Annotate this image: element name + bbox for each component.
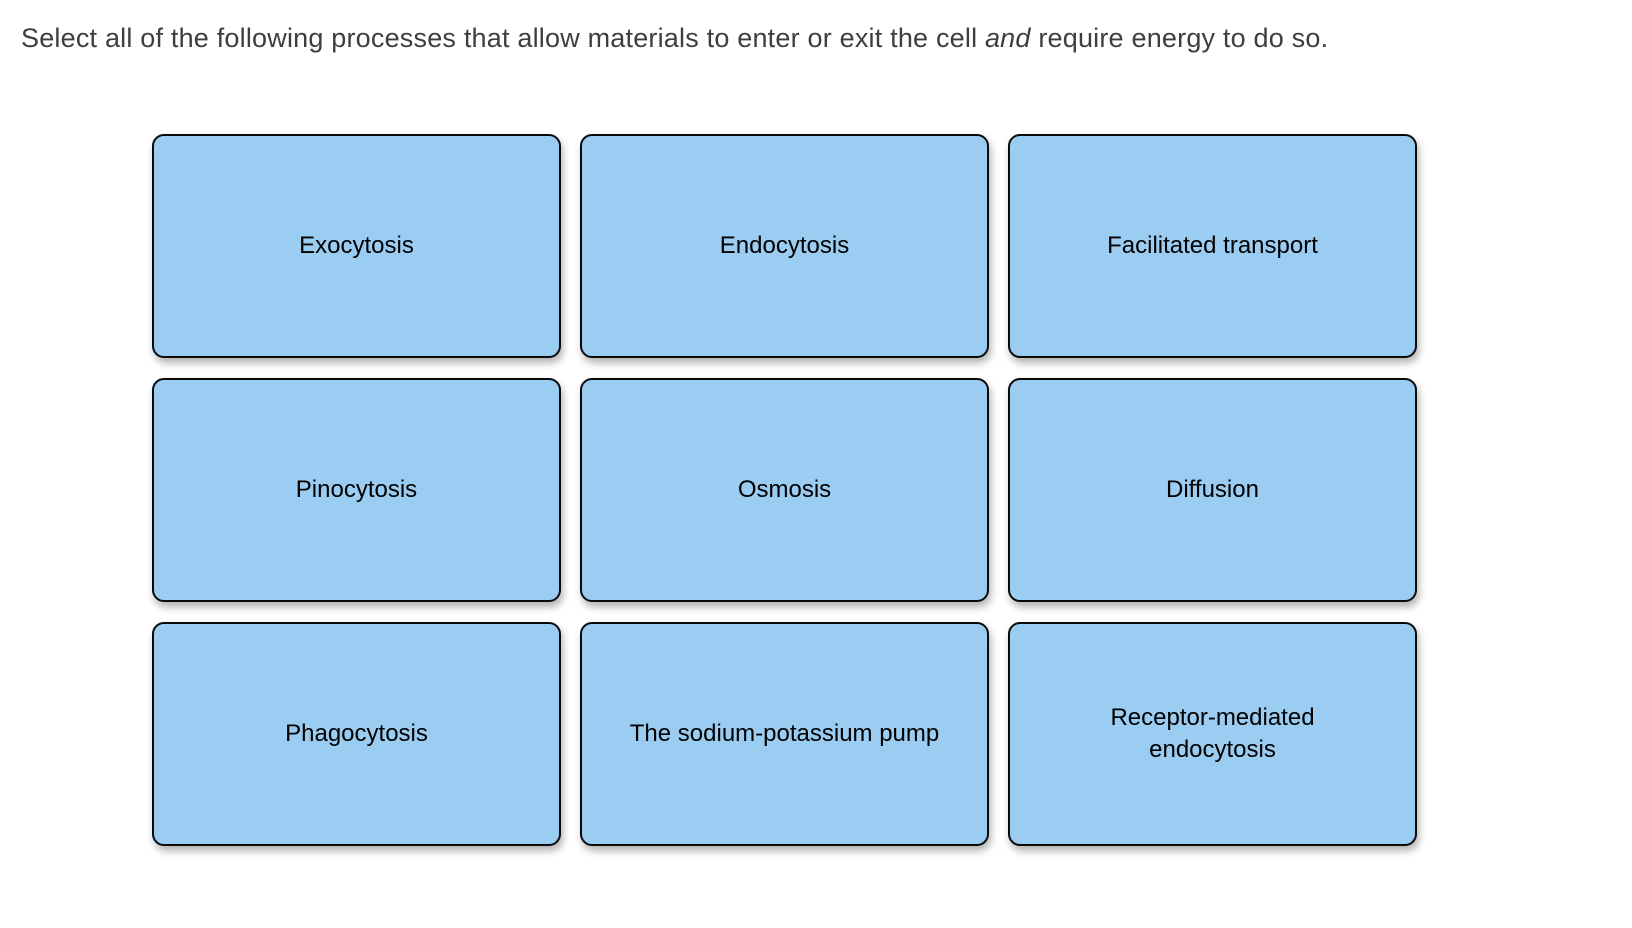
option-label: Osmosis	[737, 476, 832, 504]
option-tile-pinocytosis[interactable]: Pinocytosis	[152, 378, 561, 602]
option-label: Receptor-mediated endocytosis	[1110, 704, 1315, 763]
option-label: Diffusion	[1166, 476, 1259, 504]
option-tile-facilitated-transport[interactable]: Facilitated transport	[1008, 134, 1417, 358]
question-text: Select all of the following processes th…	[21, 22, 1581, 56]
option-label: Facilitated transport	[1107, 232, 1318, 260]
option-tile-osmosis[interactable]: Osmosis	[580, 378, 989, 602]
option-label: Phagocytosis	[285, 720, 428, 748]
option-label: Pinocytosis	[295, 476, 418, 504]
option-label: The sodium-potassium pump	[629, 720, 940, 748]
option-tile-sodium-potassium-pump[interactable]: The sodium-potassium pump	[580, 622, 989, 846]
question-prefix: Select all of the following processes th…	[21, 23, 985, 53]
option-tile-diffusion[interactable]: Diffusion	[1008, 378, 1417, 602]
option-label: Exocytosis	[299, 232, 414, 260]
option-tile-exocytosis[interactable]: Exocytosis	[152, 134, 561, 358]
option-tile-endocytosis[interactable]: Endocytosis	[580, 134, 989, 358]
option-label: Endocytosis	[719, 232, 850, 260]
answer-grid: Exocytosis Endocytosis Facilitated trans…	[152, 134, 1417, 846]
question-emphasis: and	[984, 23, 1031, 53]
question-suffix: require energy to do so.	[1030, 23, 1329, 53]
option-tile-receptor-mediated-endocytosis[interactable]: Receptor-mediated endocytosis	[1008, 622, 1417, 846]
option-tile-phagocytosis[interactable]: Phagocytosis	[152, 622, 561, 846]
